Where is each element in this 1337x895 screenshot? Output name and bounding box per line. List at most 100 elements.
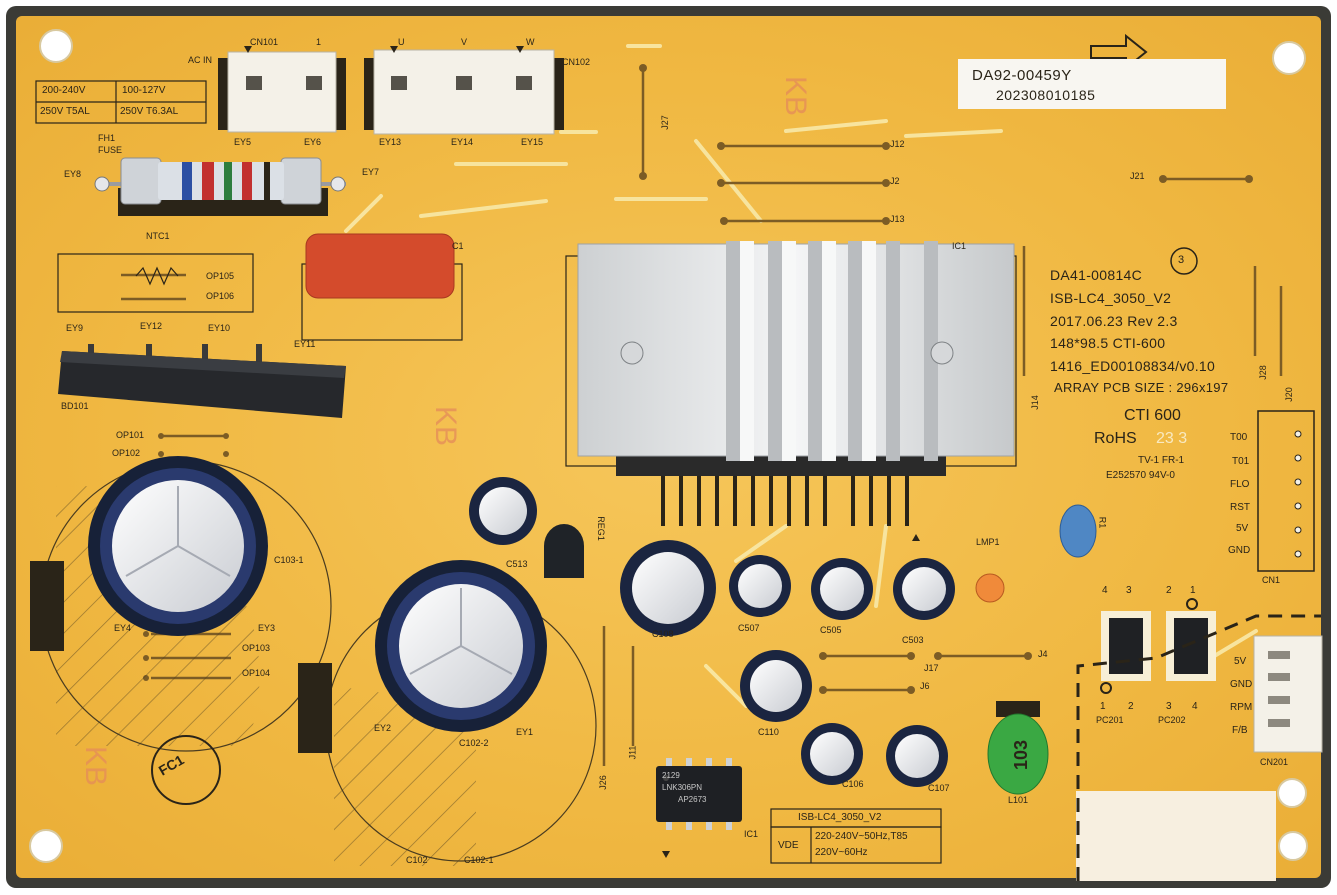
ey5-label: EY5 [234,137,252,147]
j28-label: J28 [1257,365,1268,380]
ntc1-symbol [135,266,179,286]
cn1-pin-flo: FLO [1230,479,1250,490]
ic1-heatsink-label: IC1 [952,241,967,251]
fc1-stamp [151,735,221,805]
rohs-marks: 23 3 [1156,430,1188,447]
chip-marking-1: 2129 [662,771,680,780]
pad-left [30,561,64,651]
part-number: DA92-00459Y [972,67,1072,84]
ntc1-label: NTC1 [146,231,170,241]
mounting-holes [29,29,1308,863]
small-capacitors [469,477,955,787]
spec-line-1: 220-240V~50Hz,T85 [815,831,908,842]
c103-1-label: C103-1 [274,555,304,565]
j6-label: J6 [920,681,930,691]
tuv-label: TV-1 FR-1 [1138,455,1185,466]
fuse-table-frame [35,80,207,124]
fuse-label: FUSE [98,145,123,155]
cn1-pin-t01: T01 [1232,456,1250,467]
spec-model: ISB-LC4_3050_V2 [798,812,882,823]
board-size: 148*98.5 CTI-600 [1050,335,1166,351]
connector-pin-markers [244,46,524,53]
pcb-artwork: KB KB KB [6,6,1331,888]
pc202-pin1: 1 [1190,585,1196,596]
rev-circle-number: 3 [1178,254,1185,266]
cn1-header [1257,410,1315,572]
op102-label: OP102 [112,448,141,458]
bd101-label: BD101 [61,401,89,411]
isolation-line [1076,614,1321,881]
j20-label: J20 [1283,387,1294,402]
cn1-pin-5v: 5V [1236,523,1249,534]
ic-pins [661,476,909,526]
c513-label: C513 [506,559,528,569]
spec-vde: VDE [778,840,799,851]
spec-line-2: 220V~60Hz [815,847,868,858]
j14-label: J14 [1029,395,1040,410]
pc201-pin3: 3 [1126,585,1132,596]
ntc1-outline [57,253,254,313]
r1-label: R1 [1097,516,1108,529]
op105-label: OP105 [206,271,235,281]
rohs-label: RoHS [1094,430,1137,447]
ic1-label: IC1 [744,829,759,839]
cn102-connector [364,49,564,135]
c503-marker [912,534,920,541]
spec-table-frame [770,808,942,864]
j13-label: J13 [890,214,905,224]
pc201-pin4: 4 [1102,585,1108,596]
serial-number: 202308010185 [996,87,1096,103]
ey4-label: EY4 [114,623,132,633]
c107-label: C107 [928,783,950,793]
cn201-pin-rpm: RPM [1230,702,1253,713]
y-capacitor [1059,504,1097,558]
pc201-pin1: 1 [1100,701,1106,712]
chip-marking-3: AP2673 [678,795,707,804]
acin-label: AC IN [188,55,213,65]
c1-label: C1 [452,241,464,251]
part-label-sticker [958,59,1226,109]
j21-label: J21 [1130,171,1145,181]
c507-label: C507 [738,623,760,633]
regulator-reg1 [544,524,584,578]
pcb-board: KB KB KB DA92-00459Y 202308010185 200-24… [6,6,1331,888]
c102-label: C102 [406,855,428,865]
cn1-pin-gnd: GND [1228,545,1251,556]
cn1-label: CN1 [1262,575,1281,585]
cn201-label: CN201 [1260,757,1289,767]
ic-pin1-marker [662,851,670,858]
capacitor-c102-2 [375,560,547,732]
j27-label: J27 [659,115,670,130]
j11-label: J11 [627,745,638,760]
fuse-table-voltage-2: 100-127V [122,85,166,96]
cn102-u: U [398,37,405,47]
pc201-label: PC201 [1096,715,1124,725]
label-patch [1076,791,1276,881]
cn1-pin-rst: RST [1230,502,1250,513]
cn102-v: V [461,37,468,47]
ey14-label: EY14 [451,137,474,147]
ey2-label: EY2 [374,723,392,733]
cn101-pin1: 1 [316,37,322,47]
ey11-label: EY11 [294,339,316,349]
ey13-label: EY13 [379,137,402,147]
cn201-pin-fb: F/B [1232,725,1248,736]
pc202-label: PC202 [1158,715,1186,725]
pad-mid [298,663,332,753]
fuse-table-voltage-1: 200-240V [42,85,86,96]
cti-label: CTI 600 [1124,407,1181,424]
j4-label: J4 [1038,649,1048,659]
board-code: 1416_ED00108834/v0.10 [1050,358,1216,374]
cn1-pin-t00: T00 [1230,432,1248,443]
inductor-marking: 103 [1011,739,1032,771]
j26-label: J26 [597,775,608,790]
fuse-table-rating-2: 250V T6.3AL [120,106,179,117]
bridge-rectifier-bd101 [58,344,346,418]
c108-label: C108 [652,629,674,639]
led-lmp1 [975,573,1005,603]
ey9-label: EY9 [66,323,84,333]
op103-label: OP103 [242,643,271,653]
ey15-label: EY15 [521,137,544,147]
c110-label: C110 [758,727,779,737]
c106-label: C106 [842,779,864,789]
